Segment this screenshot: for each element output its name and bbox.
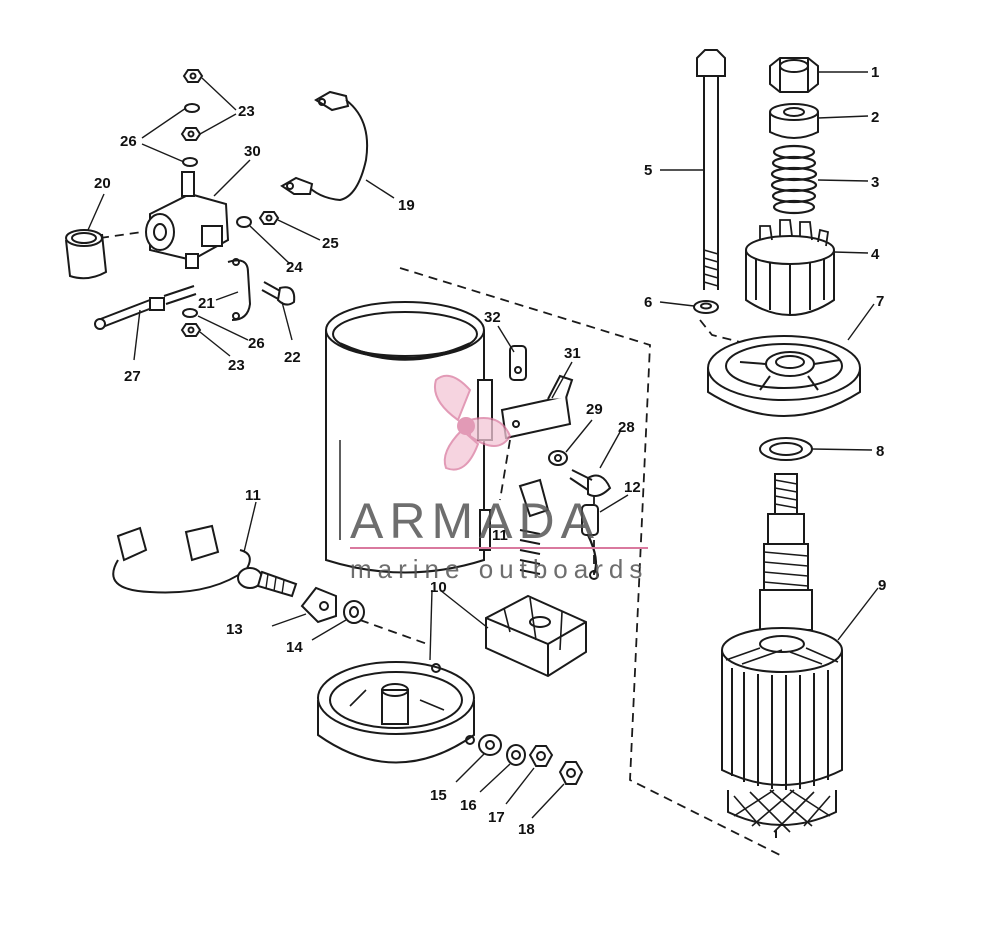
callout-29: 29 [586,401,603,418]
watermark-tagline: marine outboards [350,554,648,584]
part-26-washer-mid [182,157,198,167]
watermark-brand: ARMADA [350,493,600,549]
part-13-insulator [300,586,337,624]
callout-10: 10 [430,579,447,596]
callout-14: 14 [286,639,303,656]
callout-28: 28 [618,419,635,436]
callout-25: 25 [322,235,339,252]
part-23-nut-mid [180,127,202,141]
part-31-bracket [500,374,574,440]
part-30-solenoid [145,171,230,269]
callout-31: 31 [564,345,581,362]
part-23-nut-lower [180,323,202,337]
part-15-washer [478,734,502,756]
part-26-washer-top [184,103,200,113]
callout-19: 19 [398,197,415,214]
callout-2: 2 [871,109,879,126]
part-lower-end-cap [317,661,475,764]
part-24-washer [236,216,252,228]
callout-24: 24 [286,259,303,276]
callout-17: 17 [488,809,505,826]
part-11-brush-spring-center [518,478,550,575]
part-26-washer-lower [182,308,198,318]
callout-12: 12 [624,479,641,496]
callout-15: 15 [430,787,447,804]
watermark-logo [434,374,512,471]
part-22-screw [261,281,296,306]
callout-23-top: 23 [238,103,255,120]
part-12-brush-lead [581,504,599,580]
callout-11-left: 11 [245,487,261,504]
callout-13: 13 [226,621,243,638]
callout-27: 27 [124,368,141,385]
callout-6: 6 [644,294,652,311]
callout-3: 3 [871,174,879,191]
callout-11-center: 11 [492,527,508,544]
part-32-terminal-clip [509,345,527,381]
callout-20: 20 [94,175,111,192]
callout-8: 8 [876,443,884,460]
part-16-lockwasher [506,744,526,766]
part-6-washer [693,300,719,314]
part-9-armature [721,473,843,838]
part-18-nut [558,761,584,785]
callout-32: 32 [484,309,501,326]
part-23-nut-top [182,69,204,83]
part-1-nut [769,57,819,93]
callout-18: 18 [518,821,535,838]
callout-5: 5 [644,162,652,179]
part-21-strap [227,258,252,321]
part-11-brush-set-left [112,524,298,598]
callout-22: 22 [284,349,301,366]
callout-4: 4 [871,246,880,263]
propeller-icon [434,374,512,471]
part-5-through-bolt [696,49,726,290]
part-3-spring [770,144,818,215]
part-29-lockwasher [548,450,568,466]
callout-7: 7 [876,293,884,310]
callout-labels: 1 2 3 4 5 6 7 8 9 10 11 11 12 13 14 15 1… [94,64,886,838]
callout-26-lower: 26 [248,335,265,352]
part-27-stud [94,285,197,330]
part-4-drive-gear [745,219,835,316]
part-8-thrust-washer [759,437,813,461]
callout-23-lower: 23 [228,357,245,374]
part-2-collar [769,103,819,139]
callout-9: 9 [878,577,886,594]
part-10-brush-plate [485,594,587,678]
part-20-boot [65,229,108,280]
part-14-washer [343,600,365,624]
part-7-end-cap [707,335,861,417]
callout-1: 1 [871,64,879,81]
callout-26-top: 26 [120,133,137,150]
callout-30: 30 [244,143,261,160]
part-19-cable [280,90,369,202]
callout-16: 16 [460,797,477,814]
part-17-nut [528,745,554,767]
callout-21: 21 [198,295,215,312]
leader-lines [87,71,879,819]
part-28-screw [569,469,612,497]
part-25-nut [258,211,280,225]
